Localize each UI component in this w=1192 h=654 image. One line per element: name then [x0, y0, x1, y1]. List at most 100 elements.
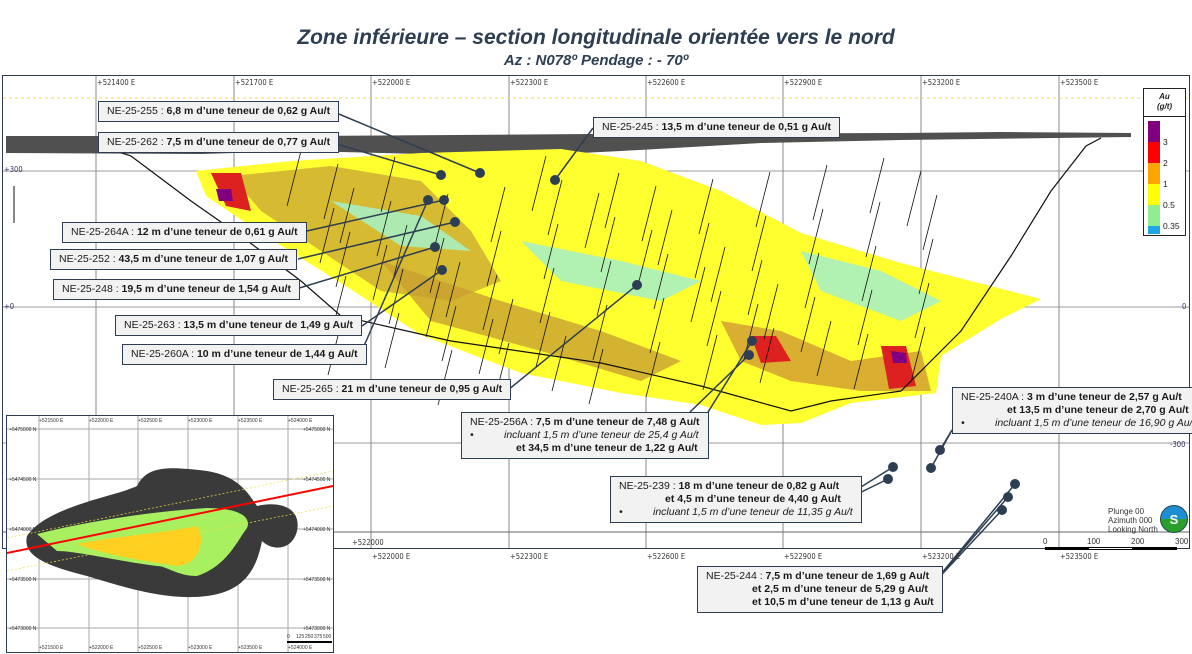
- callout-line: NE-25-252 : 43,5 m d’une teneur de 1,07 …: [59, 253, 288, 265]
- drill-result-callout: NE-25-264A : 12 m d’une teneur de 0,61 g…: [62, 222, 307, 243]
- inset-easting-label: +524000 E: [288, 645, 313, 651]
- drill-trace: [804, 252, 820, 309]
- callout-line: •incluant 1,5 m d’une teneur de 11,35 g …: [619, 506, 853, 518]
- callout-line: et 13,5 m d’une teneur de 2,70 g Au/t: [1007, 404, 1189, 416]
- hole-id: NE-25-264A :: [71, 226, 137, 238]
- easting-label-top: +521400 E: [97, 78, 136, 87]
- callout-line: et 4,5 m d’une teneur de 4,40 g Au/t: [665, 493, 841, 505]
- hole-id: NE-25-239 :: [619, 480, 679, 492]
- hole-id: NE-25-244 :: [706, 570, 766, 582]
- scale-label: 300: [1175, 537, 1189, 546]
- ore-zone-extreme: [216, 189, 233, 201]
- inset-scale-label: 0: [287, 634, 290, 640]
- legend-value: 3: [1163, 137, 1168, 147]
- easting-label-top: +522300 E: [510, 78, 549, 87]
- elevation-label: +0: [4, 302, 15, 311]
- drill-trace: [857, 289, 873, 346]
- bottom-marker-label: +522000: [352, 538, 384, 547]
- inset-northing-label: +5473500 N: [9, 577, 37, 583]
- easting-label-top: +522900 E: [784, 78, 823, 87]
- callout-line: NE-25-240A : 3 m d’une teneur de 2,57 g …: [961, 391, 1182, 403]
- looking-label: Looking North: [1108, 525, 1158, 534]
- easting-label-top: +521700 E: [235, 78, 274, 87]
- drill-trace: [584, 192, 600, 249]
- easting-label-top: +522600 E: [647, 78, 686, 87]
- hole-id: NE-25-263 :: [124, 319, 184, 331]
- drill-trace: [482, 274, 498, 331]
- pit-shell-outline: [115, 137, 1102, 412]
- inset-easting-label: +522500 E: [138, 418, 163, 424]
- drill-trace: [861, 245, 877, 302]
- drill-trace: [690, 266, 706, 323]
- inset-northing-label: +5474000 N: [303, 527, 331, 533]
- easting-label-bottom: +522600 E: [647, 552, 686, 561]
- drill-trace: [649, 297, 665, 354]
- drill-trace: [914, 282, 930, 339]
- inset-northing-label: +5473000 N: [9, 626, 37, 632]
- hole-id: NE-25-240A :: [961, 391, 1027, 403]
- inset-easting-label: +521500 E: [39, 645, 64, 651]
- plan-view-inset: +521500 E+521500 E+522000 E+522000 E+522…: [6, 415, 334, 653]
- easting-label-bottom: +522300 E: [510, 552, 549, 561]
- inset-northing-label: +5474000 N: [9, 527, 37, 533]
- drill-trace: [547, 179, 563, 236]
- callout-line: et 10,5 m d’une teneur de 1,13 g Au/t: [752, 596, 934, 608]
- drill-trace: [906, 170, 922, 227]
- callout-line: NE-25-265 : 21 m d’une teneur de 0,95 g …: [282, 383, 503, 395]
- inset-northing-label: +5474500 N: [303, 477, 331, 483]
- legend-value: 0.35: [1163, 221, 1180, 231]
- inset-map: [7, 416, 333, 652]
- inset-easting-label: +523500 E: [238, 645, 263, 651]
- inset-easting-label: +523000 E: [188, 418, 213, 424]
- scale-label: 0: [1043, 537, 1048, 546]
- inset-scale-label: 500: [323, 634, 332, 640]
- azimuth-label: Azimuth 000: [1108, 516, 1153, 525]
- drill-result-callout: NE-25-248 : 19,5 m d’une teneur de 1,54 …: [53, 279, 300, 300]
- drill-trace: [922, 194, 938, 251]
- ore-zone-very-high: [751, 336, 791, 363]
- drill-trace: [604, 172, 620, 229]
- ore-zone-extreme: [891, 351, 907, 363]
- callout-line: NE-25-244 : 7,5 m d’une teneur de 1,69 g…: [706, 570, 930, 582]
- inset-scale-label: 250: [305, 634, 314, 640]
- drill-trace: [441, 305, 457, 362]
- inset-section-limit: [7, 470, 333, 539]
- callout-line: NE-25-263 : 13,5 m d’une teneur de 1,49 …: [124, 319, 353, 331]
- legend-title: Au: [1159, 92, 1170, 101]
- drill-trace: [800, 296, 816, 353]
- drill-trace: [918, 238, 934, 295]
- plunge-label: Plunge 00: [1108, 507, 1145, 516]
- callout-line: NE-25-262 : 7,5 m d’une teneur de 0,77 g…: [107, 136, 331, 148]
- drill-result-callout: NE-25-252 : 43,5 m d’une teneur de 1,07 …: [50, 249, 297, 270]
- callout-line: NE-25-245 : 13,5 m d’une teneur de 0,51 …: [602, 121, 831, 133]
- easting-label-bottom: +522900 E: [784, 552, 823, 561]
- callout-line: NE-25-248 : 19,5 m d’une teneur de 1,54 …: [62, 283, 291, 295]
- drill-trace: [490, 186, 506, 243]
- inset-scale-label: 375: [314, 634, 323, 640]
- hole-id: NE-25-248 :: [62, 283, 122, 295]
- drill-trace: [600, 216, 616, 273]
- inset-northing-label: +5475000 N: [9, 427, 37, 433]
- legend-swatch: [1148, 184, 1160, 205]
- inset-northing-label: +5473500 N: [303, 577, 331, 583]
- drill-trace: [812, 164, 828, 221]
- hole-id: NE-25-255 :: [107, 105, 167, 117]
- drill-result-callout: NE-25-255 : 6,8 m d’une teneur de 0,62 g…: [98, 101, 340, 122]
- legend-value: 2: [1163, 158, 1168, 168]
- drill-trace: [645, 341, 661, 398]
- drill-trace: [445, 261, 461, 318]
- drill-trace: [808, 208, 824, 265]
- drill-result-callout: NE-25-265 : 21 m d’une teneur de 0,95 g …: [273, 379, 512, 400]
- drill-trace: [869, 157, 885, 214]
- inset-scale-bar: [287, 641, 332, 643]
- drill-trace: [384, 312, 400, 369]
- inset-easting-label: +523000 E: [188, 645, 213, 651]
- hole-id: NE-25-260A :: [131, 348, 197, 360]
- inset-easting-label: +524000 E: [288, 418, 313, 424]
- inset-mineralized-zone: [77, 526, 201, 566]
- legend-swatch: [1148, 226, 1160, 234]
- drill-result-callout: NE-25-240A : 3 m d’une teneur de 2,57 g …: [952, 387, 1192, 434]
- legend-swatch: [1148, 163, 1160, 184]
- drill-trace: [759, 327, 775, 384]
- drill-trace: [751, 215, 767, 272]
